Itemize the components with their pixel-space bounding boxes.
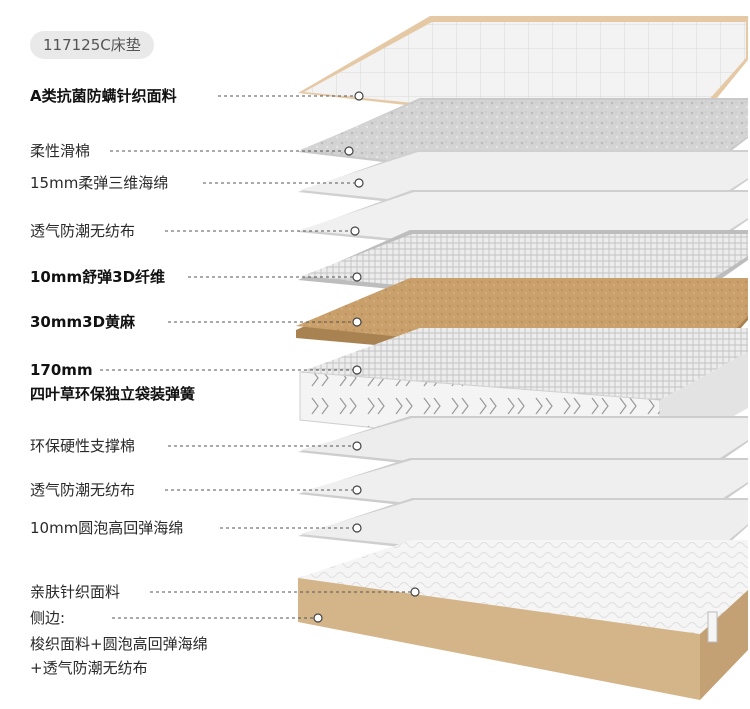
label-top-fabric: A类抗菌防螨针织面料 — [30, 86, 177, 106]
label-springs-type: 四叶草环保独立袋装弹簧 — [30, 384, 195, 404]
label-foam-10: 10mm圆泡高回弹海绵 — [30, 518, 183, 538]
label-cotton: 柔性滑棉 — [30, 141, 90, 161]
label-side-line-2: +透气防潮无纺布 — [30, 658, 148, 678]
label-nonwoven-1: 透气防潮无纺布 — [30, 221, 135, 241]
label-springs-height: 170mm — [30, 360, 93, 380]
label-foam-15: 15mm柔弹三维海绵 — [30, 173, 168, 193]
label-side-title: 侧边: — [30, 608, 65, 628]
label-nonwoven-2: 透气防潮无纺布 — [30, 480, 135, 500]
label-side-line-1: 梭织面料+圆泡高回弹海绵 — [30, 634, 208, 654]
product-model-tag: 117125C床垫 — [30, 31, 154, 59]
label-fiber-3d: 10mm舒弹3D纤维 — [30, 267, 165, 287]
label-base-fabric: 亲肤针织面料 — [30, 582, 120, 602]
layer-base — [298, 540, 748, 700]
label-coir: 30mm3D黄麻 — [30, 312, 135, 332]
label-support: 环保硬性支撑棉 — [30, 436, 135, 456]
